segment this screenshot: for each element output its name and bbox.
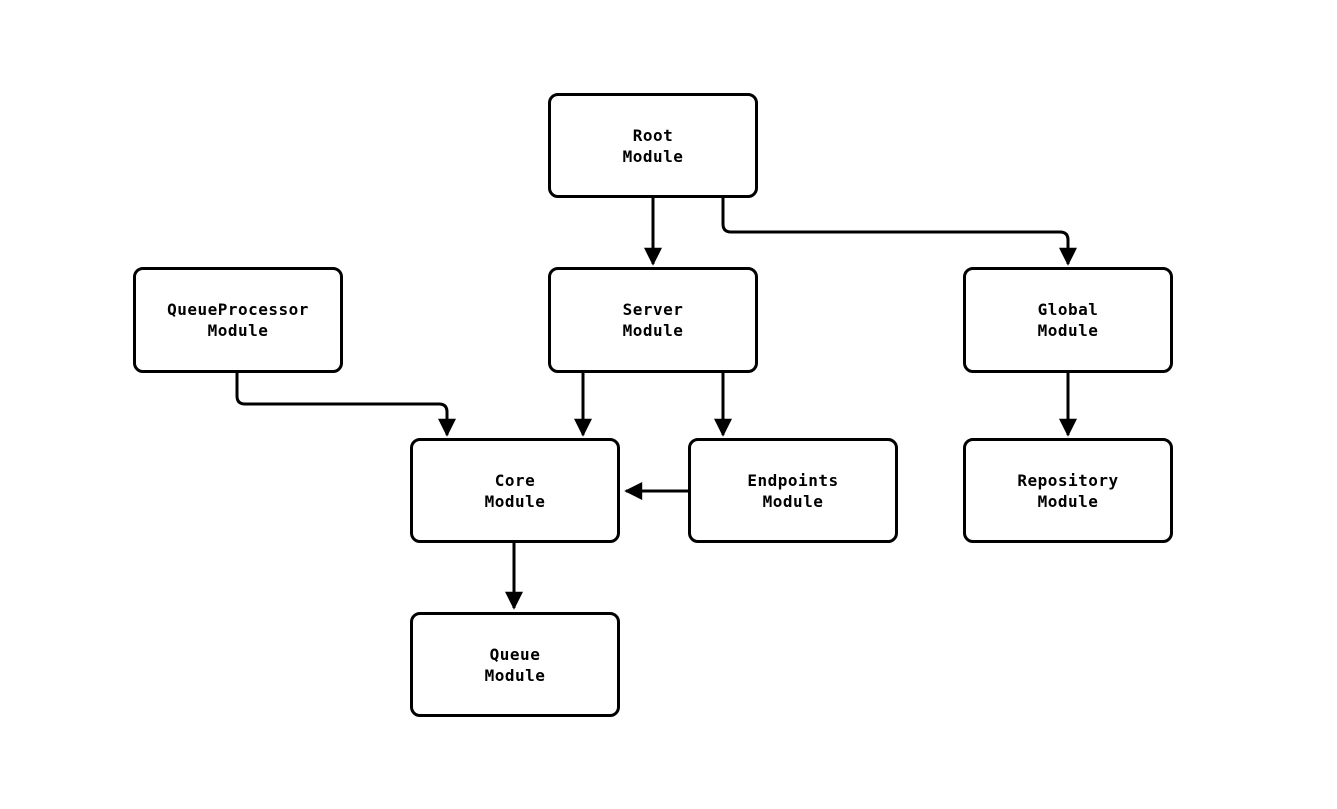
node-endpoints-module: Endpoints Module	[688, 438, 898, 543]
node-server-module-label: Server Module	[622, 300, 684, 340]
node-global-module: Global Module	[963, 267, 1173, 373]
edge-root-to-global	[721, 198, 1077, 266]
node-queueprocessor-module: QueueProcessor Module	[133, 267, 343, 373]
node-queue-module-label: Queue Module	[484, 644, 546, 685]
node-endpoints-module-label: Endpoints Module	[747, 470, 839, 511]
node-repository-module: Repository Module	[963, 438, 1173, 543]
node-root-module-label: Root Module	[622, 125, 684, 166]
node-core-module: Core Module	[410, 438, 620, 543]
node-queueprocessor-module-label: QueueProcessor Module	[167, 300, 309, 340]
node-queue-module: Queue Module	[410, 612, 620, 717]
node-core-module-label: Core Module	[484, 470, 546, 511]
node-global-module-label: Global Module	[1037, 300, 1099, 340]
node-repository-module-label: Repository Module	[1017, 470, 1119, 511]
node-server-module: Server Module	[548, 267, 758, 373]
node-root-module: Root Module	[548, 93, 758, 198]
edge-queueprocessor-to-core	[235, 373, 456, 437]
